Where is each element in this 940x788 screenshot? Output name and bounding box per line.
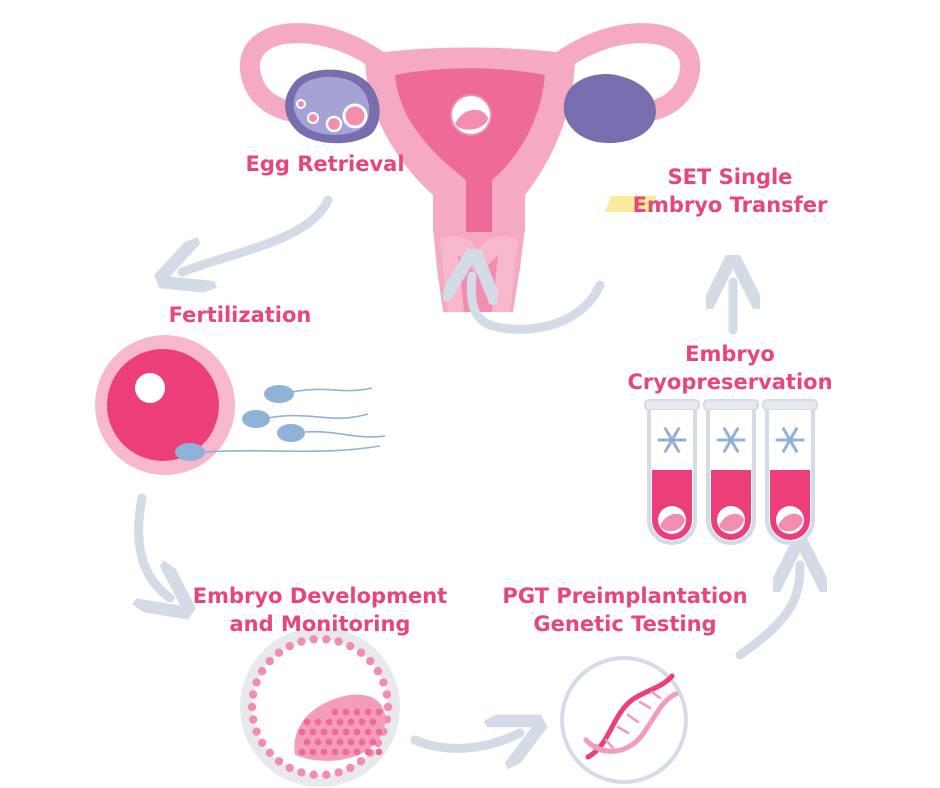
cryo-line2: Cryopreservation [627,370,833,394]
set-line1: SET Single [667,165,793,189]
arrow-transfer-to-uterus [471,276,605,334]
label-set-transfer: SET Single Embryo Transfer [620,163,840,219]
arrow-fertilization-to-development [139,493,170,598]
label-embryo-development: Embryo Development and Monitoring [180,582,460,638]
cryo-line1: Embryo [685,342,775,366]
sperm-cells-icon [175,385,386,461]
blastocyst-icon [240,627,400,787]
left-ovary-icon [285,69,380,144]
egg-retrieval-text: Egg Retrieval [245,152,405,176]
right-ovary-icon [563,74,656,143]
fertilization-text: Fertilization [168,303,312,327]
arrow-development-to-pgt [410,733,520,748]
embryo-development-line1: Embryo Development [192,584,448,608]
arrow-retrieval-to-fertilization [182,195,333,272]
cryo-tubes-icon [644,399,818,545]
label-pgt: PGT Preimplantation Genetic Testing [490,582,760,638]
egg-cell-icon [95,335,235,475]
set-line2: Embryo Transfer [632,193,828,217]
dna-icon [560,656,688,784]
arrow-pgt-to-cryo [735,565,800,660]
label-cryopreservation: Embryo Cryopreservation [610,340,850,396]
embryo-development-line2: and Monitoring [229,612,411,636]
label-fertilization: Fertilization [140,301,340,329]
pgt-line1: PGT Preimplantation [502,584,748,608]
pgt-line2: Genetic Testing [533,612,717,636]
label-egg-retrieval: Egg Retrieval [230,150,420,178]
